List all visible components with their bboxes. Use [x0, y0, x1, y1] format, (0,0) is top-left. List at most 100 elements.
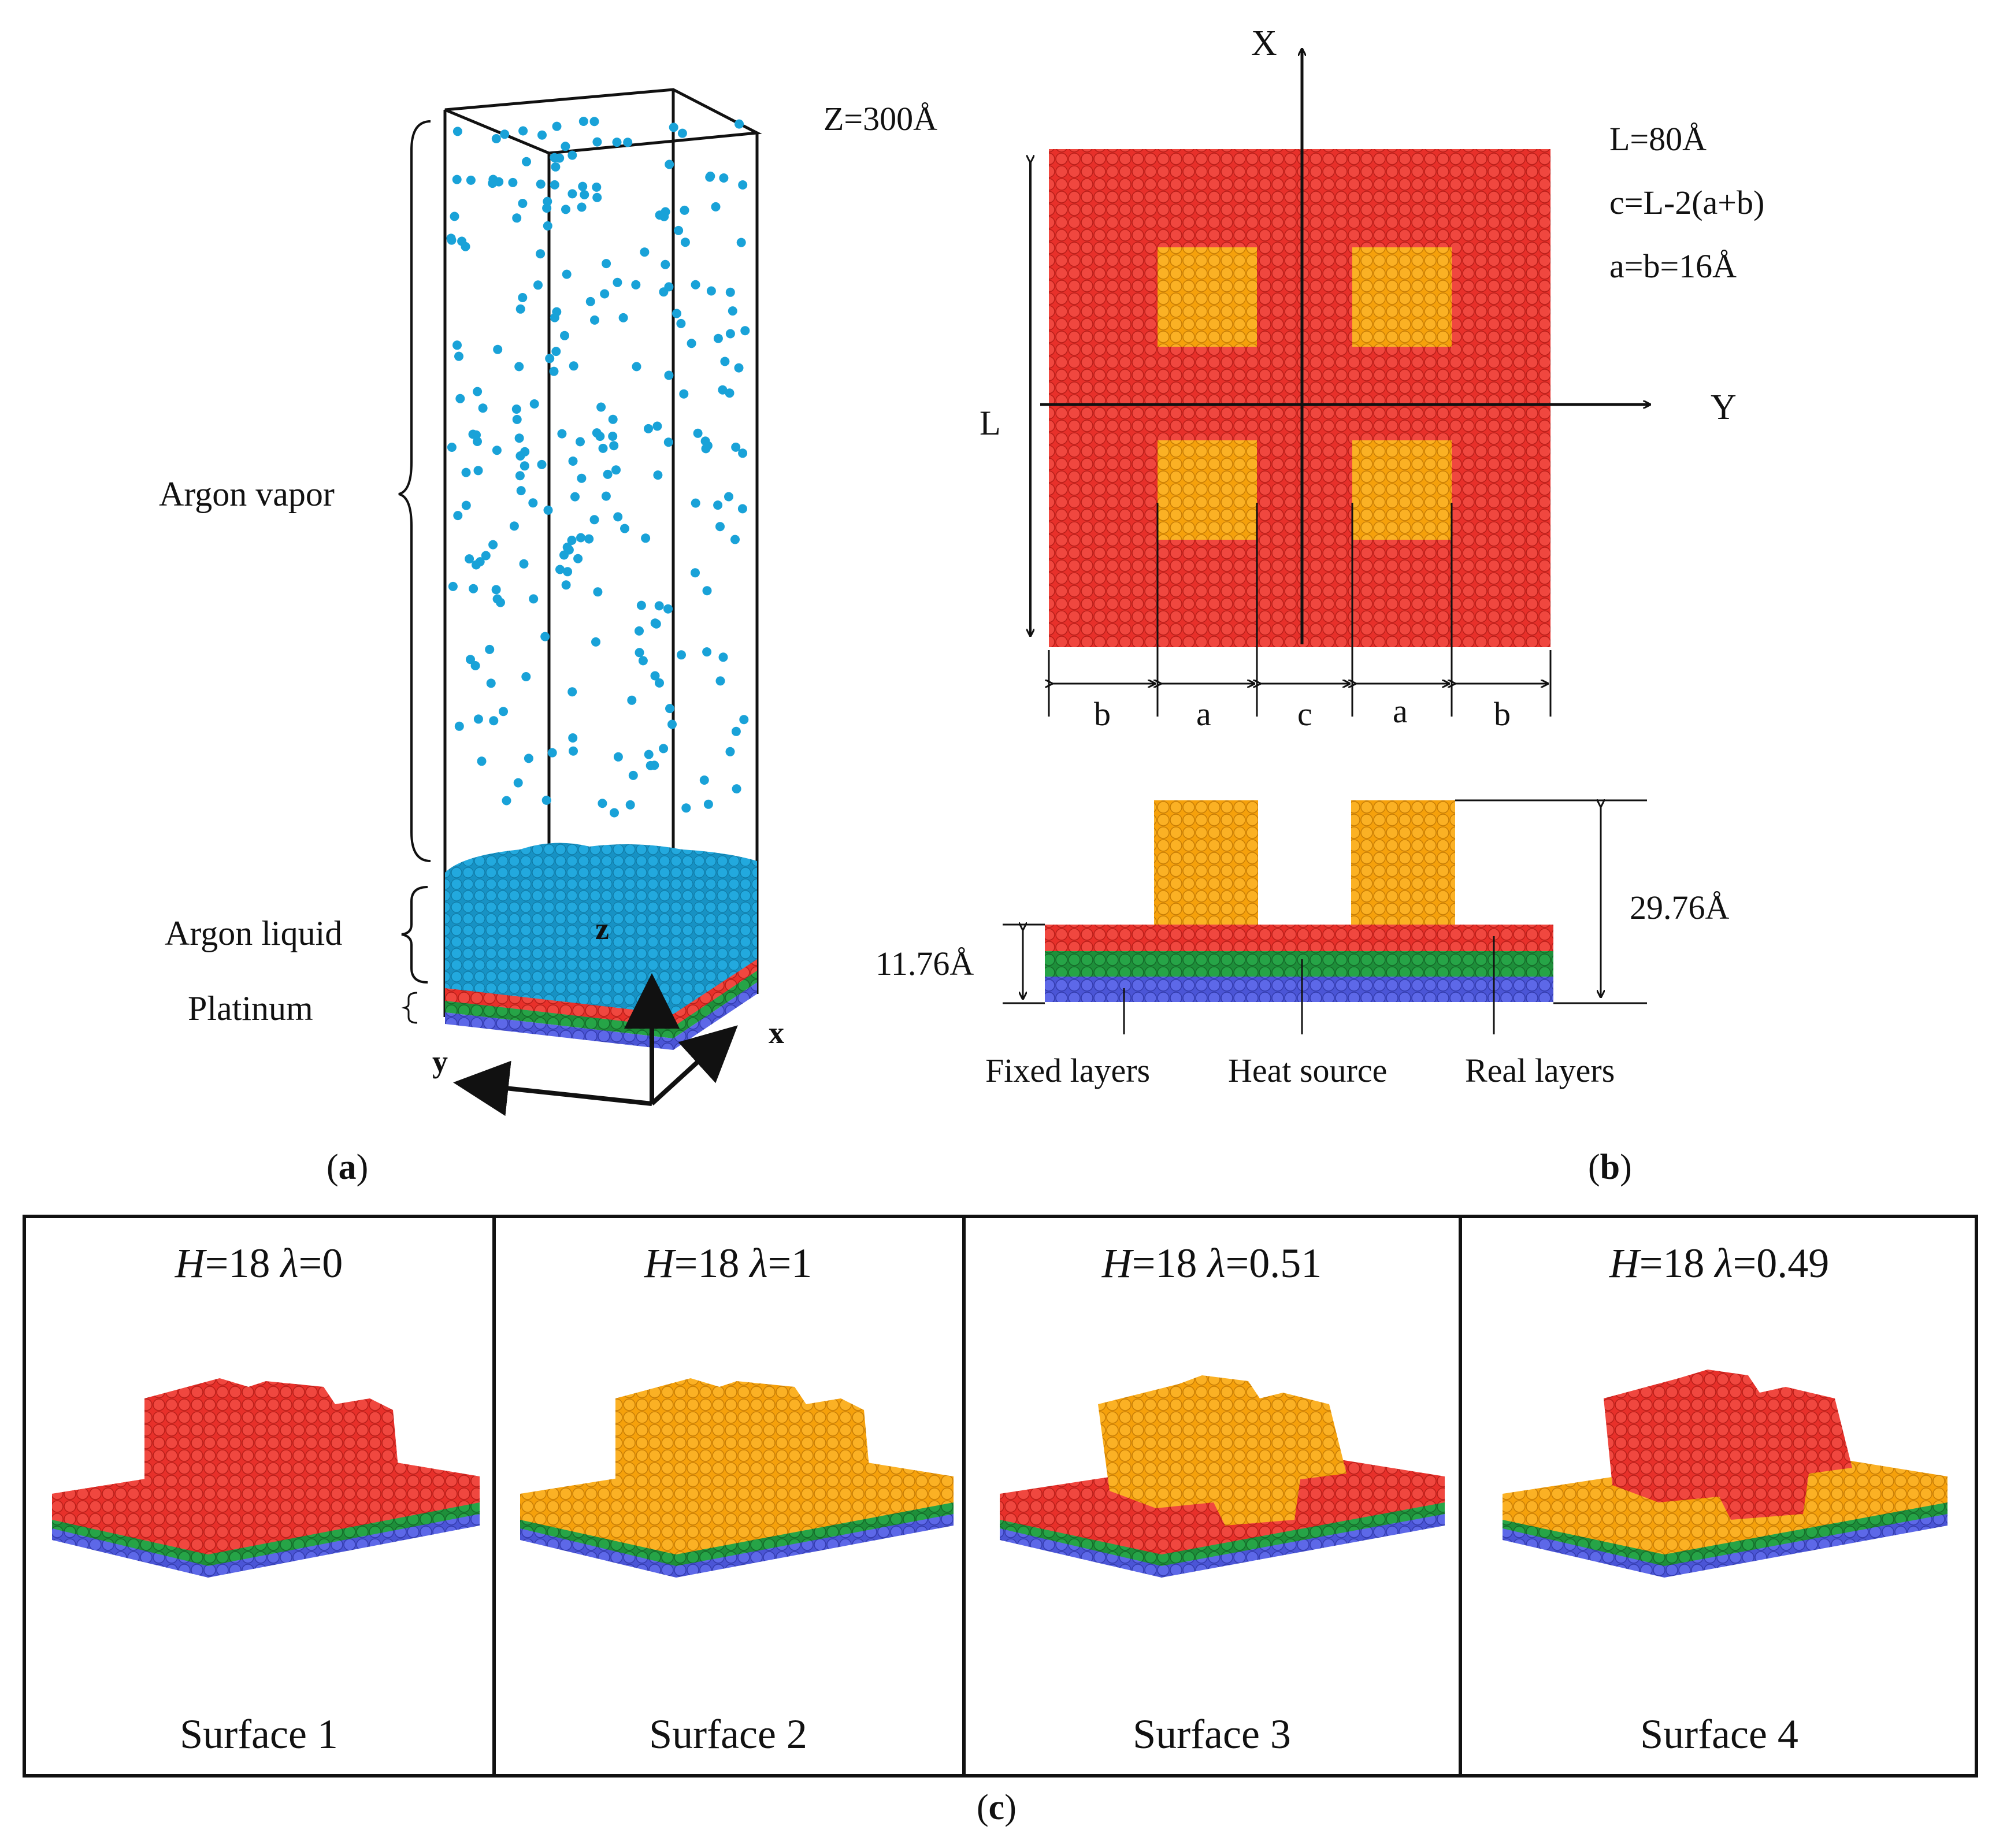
vapor-atom: [514, 433, 524, 443]
vapor-atom: [725, 747, 735, 756]
vapor-atom: [702, 586, 712, 596]
vapor-atom: [447, 443, 457, 452]
vapor-atom: [491, 134, 501, 143]
vapor-atom: [677, 128, 687, 138]
side-view-dimension-lines: [1003, 800, 1647, 1034]
vapor-atom: [578, 181, 588, 191]
vapor-atom: [592, 137, 602, 147]
vapor-atom: [663, 604, 673, 614]
brace-liquid: [401, 886, 428, 984]
platinum-slab: [445, 959, 757, 1050]
vapor-atom: [500, 129, 510, 139]
vapor-atom: [702, 647, 712, 657]
vapor-atom: [731, 726, 741, 736]
vapor-atom: [640, 247, 650, 257]
vapor-atom: [573, 554, 583, 563]
vapor-atom: [537, 459, 547, 469]
vapor-atom: [473, 714, 483, 724]
vapor-atom: [609, 441, 619, 451]
surface-1-model: [52, 1378, 480, 1578]
vapor-atom: [455, 394, 465, 403]
vapor-atom: [555, 565, 565, 574]
vapor-atom: [687, 339, 696, 348]
vapor-atom: [663, 437, 673, 447]
dim-c: c: [1297, 695, 1312, 733]
vapor-atom: [461, 500, 471, 510]
vapor-atom: [667, 719, 677, 729]
vapor-atom: [735, 119, 744, 129]
vapor-atom: [545, 354, 555, 363]
vapor-atom: [711, 202, 721, 211]
axes-a: [453, 973, 738, 1116]
panel-b: X Y L L=80Å c=L-2(a+b) a=b=16Å b a c: [876, 24, 1764, 1187]
z-height-label: Z=300Å: [823, 100, 937, 138]
vapor-atom: [738, 180, 748, 190]
vapor-atom: [529, 399, 539, 409]
vapor-atom: [450, 211, 459, 221]
vapor-atom: [718, 385, 728, 395]
surface-cell-3: H=18 λ=0.51 Surface 3: [1000, 1240, 1445, 1757]
side-view-pillar-1: [1154, 800, 1258, 926]
vapor-atom: [485, 644, 495, 654]
vapor-atom: [681, 803, 691, 813]
vapor-atom: [669, 123, 678, 132]
vapor-atom: [491, 585, 501, 595]
vapor-atom: [674, 225, 684, 235]
vapor-atom: [509, 521, 519, 531]
vapor-atom: [731, 442, 741, 452]
vapor-atom: [701, 444, 711, 454]
vapor-atom: [650, 618, 660, 628]
side-view-layer-red: [1045, 925, 1553, 951]
vapor-atom: [732, 784, 741, 794]
vapor-atom: [618, 313, 628, 322]
vapor-atom: [537, 130, 547, 140]
top-view-pillar-2: [1352, 247, 1452, 347]
vapor-atom: [613, 512, 623, 522]
vapor-atom: [519, 559, 529, 569]
vapor-atom: [734, 363, 744, 373]
vapor-atom: [514, 362, 524, 372]
vapor-atom: [578, 117, 588, 126]
vapor-atom: [454, 721, 464, 731]
vapor-atom: [513, 778, 523, 788]
vapor-atom: [562, 269, 572, 279]
vapor-atom: [580, 190, 589, 199]
vapor-atom: [559, 550, 569, 560]
label-platinum: Platinum: [188, 989, 313, 1027]
vapor-atom: [493, 344, 503, 354]
brace-platinum: [401, 992, 418, 1024]
top-view-pillar-4: [1352, 440, 1452, 540]
vapor-atom: [541, 795, 551, 805]
vapor-atom: [601, 491, 611, 501]
vapor-atom: [489, 716, 499, 726]
vapor-atom: [738, 448, 748, 458]
vapor-atom: [551, 162, 561, 172]
vapor-atom: [576, 437, 585, 447]
vapor-atom: [676, 318, 686, 328]
vapor-atom: [631, 280, 641, 290]
vapor-atom: [512, 213, 522, 223]
vapor-atom: [620, 524, 629, 533]
dim-b-left: b: [1094, 695, 1111, 733]
vapor-atom: [672, 309, 681, 318]
vapor-atom: [549, 366, 559, 376]
top-view-pillar-1: [1158, 247, 1257, 347]
vapor-atom: [691, 280, 700, 290]
dim-b-right: b: [1494, 695, 1511, 733]
vapor-atom: [492, 446, 502, 455]
vapor-atom: [612, 138, 622, 147]
vapor-atom: [466, 175, 476, 185]
vapor-atom: [596, 402, 606, 412]
surface-2-model: [520, 1378, 954, 1578]
panel-a: z x y Z=300Å Argon vapor Argon liquid Pl…: [159, 88, 937, 1187]
panel-c-frame: [23, 1215, 1978, 1778]
vapor-atom: [655, 678, 664, 688]
vapor-atom: [512, 414, 522, 424]
vapor-atom: [551, 347, 561, 357]
vapor-atom: [706, 286, 716, 296]
argon-vapor-atoms: [446, 117, 750, 818]
label-fixed-layers: Fixed layers: [985, 1052, 1150, 1089]
vapor-atom: [508, 177, 518, 187]
vapor-atom: [478, 403, 488, 413]
